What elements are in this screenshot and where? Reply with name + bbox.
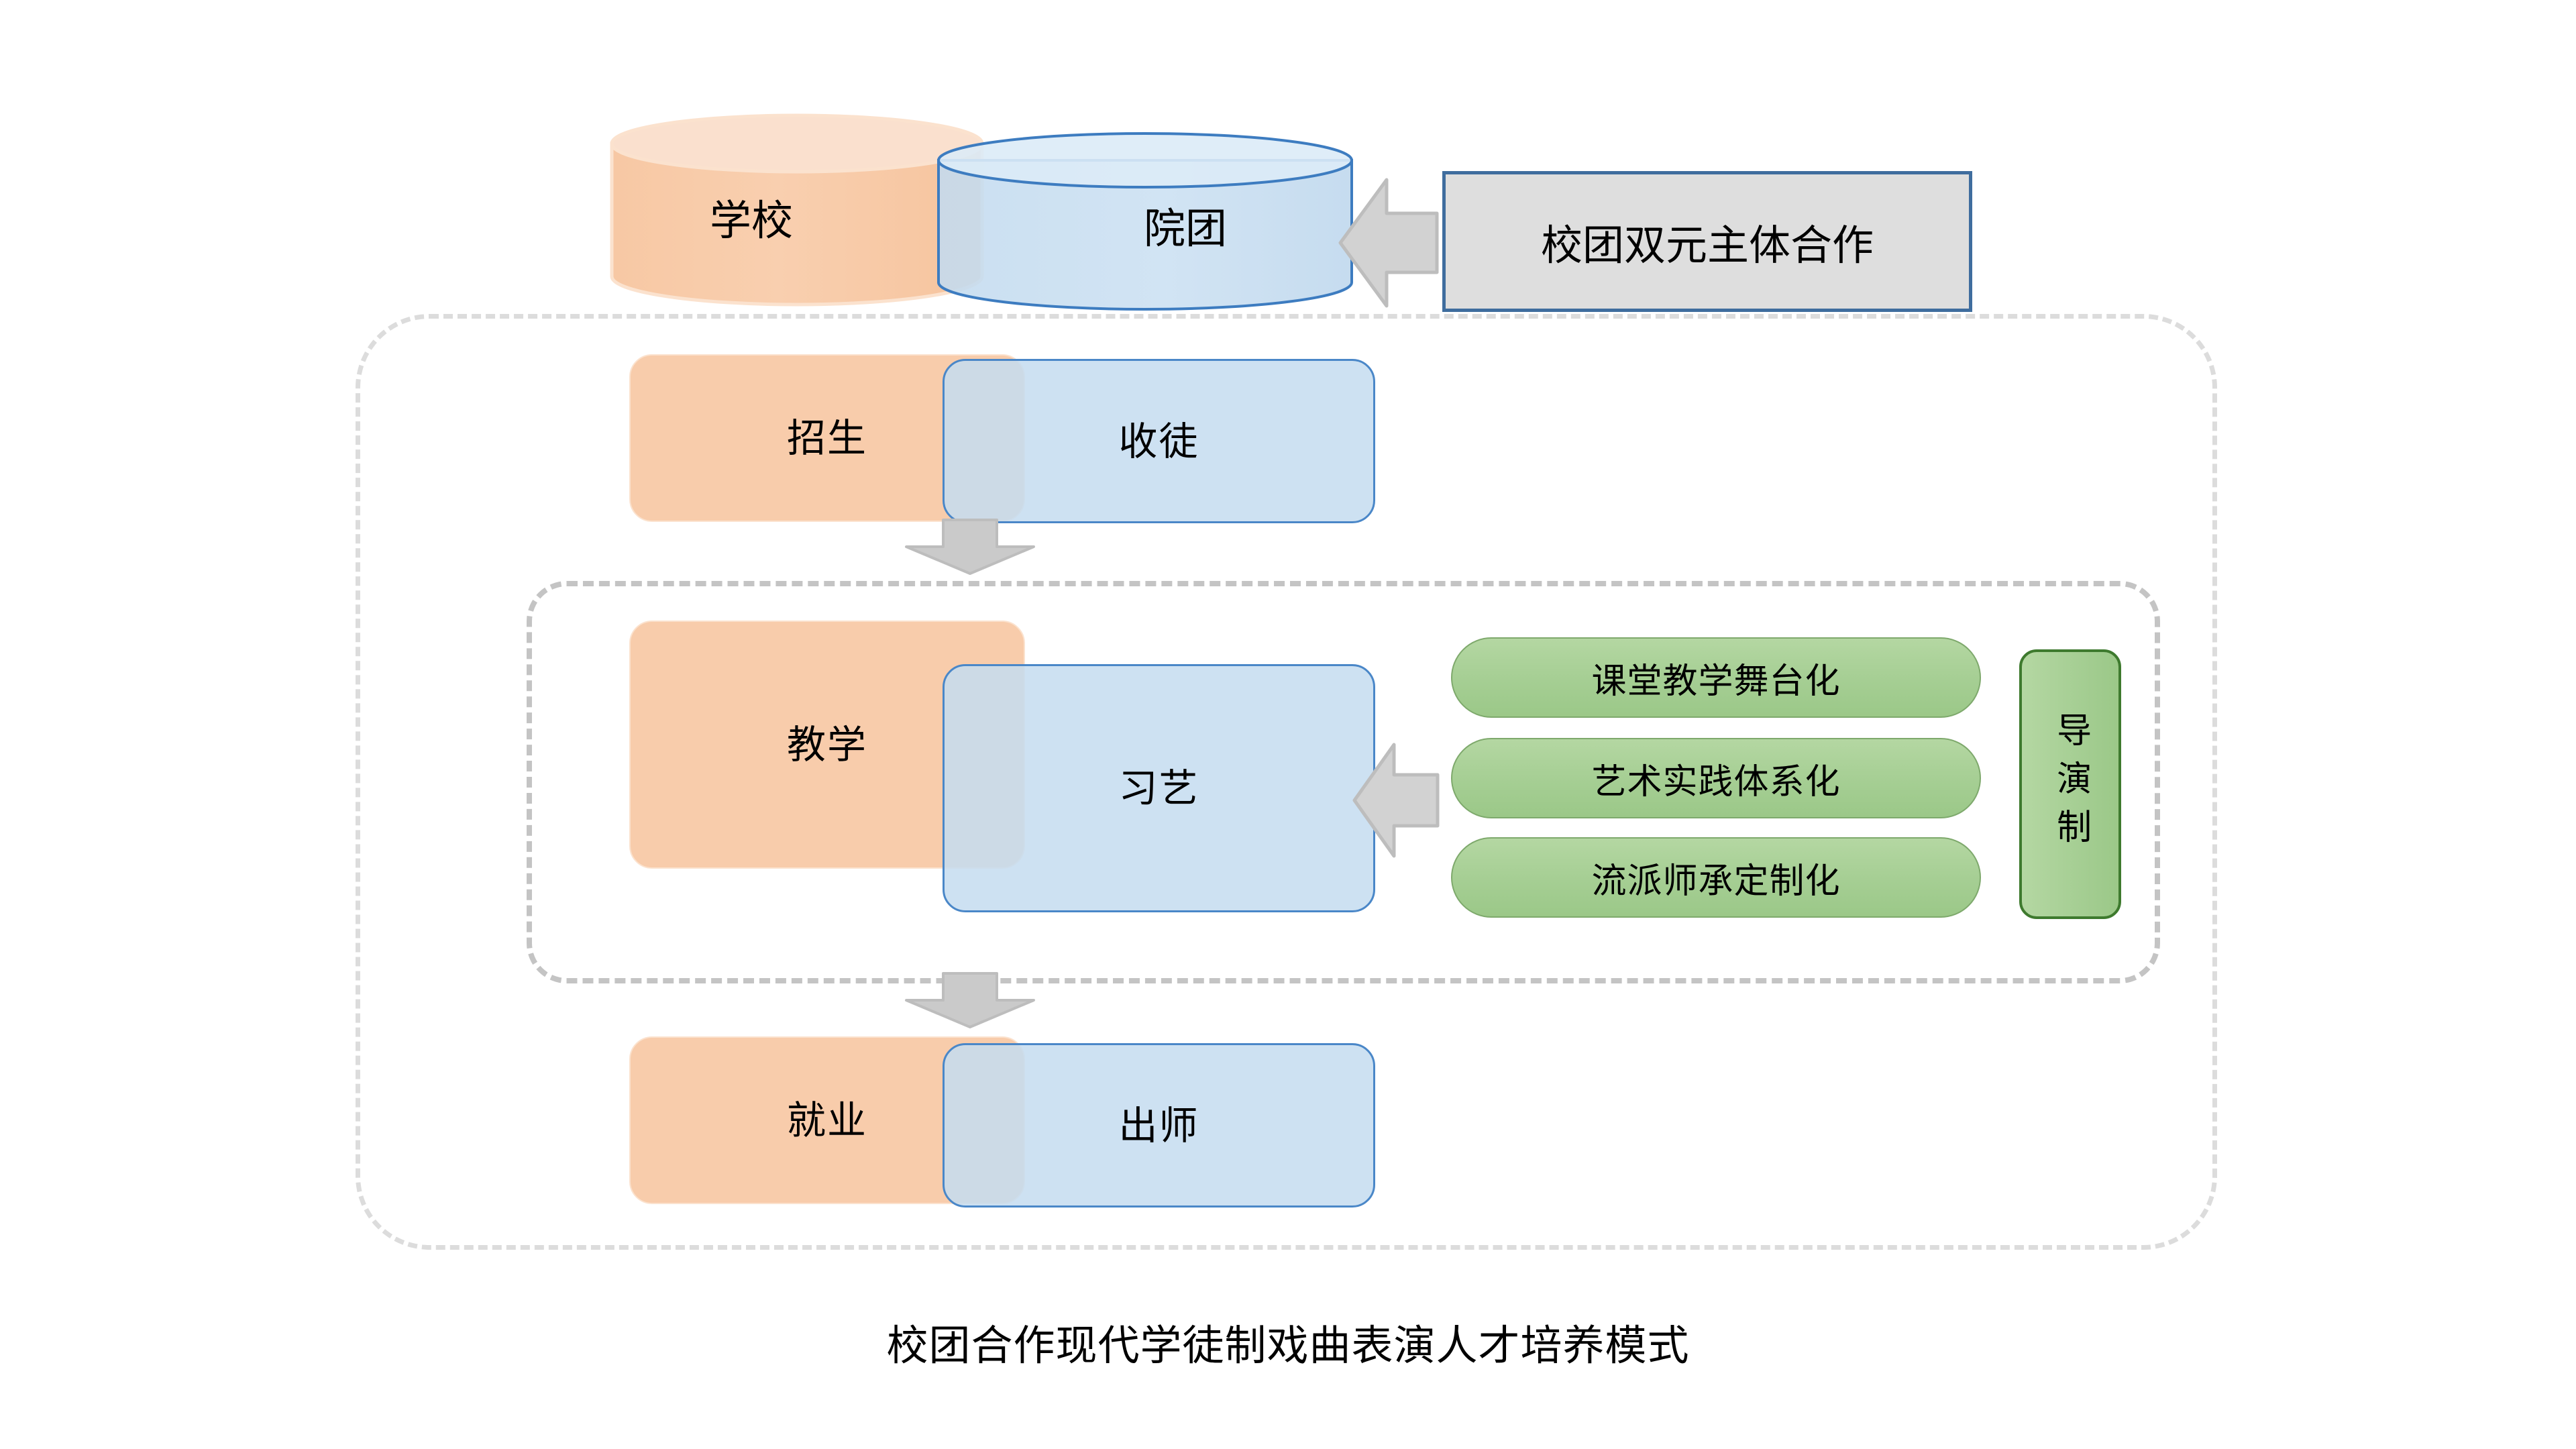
flow-arrow-down-2-icon (904, 971, 1036, 1029)
flow-arrow-down-1-icon (904, 518, 1036, 576)
feature-pill-3-label: 流派师承定制化 (1591, 861, 1841, 902)
stage-3-school-label: 就业 (786, 1097, 867, 1143)
stage-1-school-label: 招生 (786, 415, 867, 461)
cooperation-callout-label: 校团双元主体合作 (1540, 221, 1874, 270)
diagram-caption: 校团合作现代学徒制戏曲表演人才培养模式 (886, 1321, 1690, 1370)
inner-dashed-container (527, 581, 2160, 983)
stage-2-school-label: 教学 (786, 722, 867, 767)
features-arrow-icon (1352, 741, 1440, 859)
stage-2-troupe-box[interactable]: 习艺 (943, 664, 1375, 912)
cooperation-callout-box[interactable]: 校团双元主体合作 (1442, 171, 1972, 312)
outer-dashed-container (356, 314, 2217, 1250)
feature-pill-1[interactable]: 课堂教学舞台化 (1451, 637, 1981, 718)
feature-pill-2-label: 艺术实践体系化 (1591, 761, 1841, 802)
director-system-label: 导演制 (2050, 712, 2091, 857)
stage-3-troupe-label: 出师 (1118, 1102, 1199, 1148)
troupe-cylinder-label: 院团 (1144, 204, 1228, 253)
stage-2-troupe-label: 习艺 (1118, 765, 1199, 811)
feature-pill-3[interactable]: 流派师承定制化 (1451, 837, 1981, 918)
stage-1-troupe-box[interactable]: 收徒 (943, 359, 1375, 523)
troupe-cylinder[interactable]: 院团 (936, 131, 1355, 312)
feature-pill-1-label: 课堂教学舞台化 (1591, 661, 1841, 702)
school-cylinder[interactable]: 学校 (609, 113, 985, 307)
feature-pill-2[interactable]: 艺术实践体系化 (1451, 738, 1981, 818)
director-system-box[interactable]: 导演制 (2019, 649, 2121, 919)
stage-1-troupe-label: 收徒 (1118, 418, 1199, 464)
stage-3-troupe-box[interactable]: 出师 (943, 1043, 1375, 1208)
school-cylinder-label: 学校 (710, 196, 794, 245)
callout-arrow-icon (1338, 176, 1439, 310)
